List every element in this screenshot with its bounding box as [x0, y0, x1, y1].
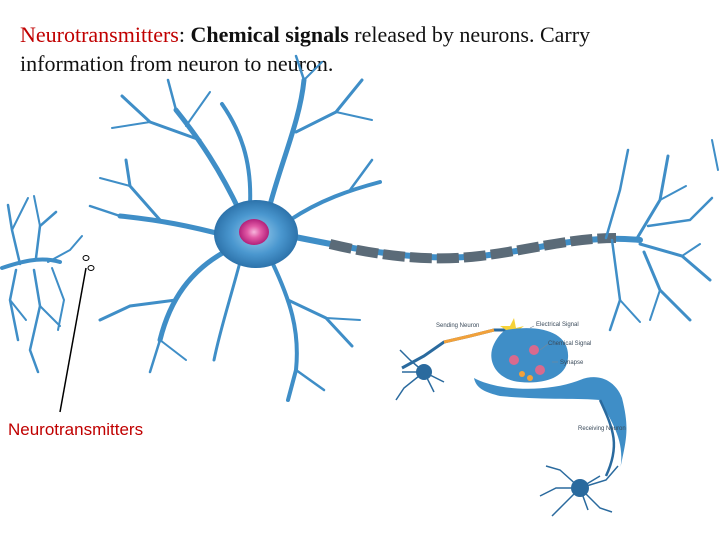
neurotransmitters-callout-label: Neurotransmitters [8, 420, 144, 439]
label-receiving-neuron: Receiving Neuron [578, 426, 626, 432]
slide-title: Neurotransmitters: Chemical signals rele… [20, 20, 680, 78]
axon-terminals [604, 139, 719, 332]
myelin-sheath [328, 233, 617, 264]
label-synapse: Synapse [560, 360, 584, 366]
title-colon: : [178, 22, 191, 47]
neuron-dendrites [88, 54, 382, 402]
title-rest: released by neurons. Carry information f… [20, 22, 591, 76]
title-term: Neurotransmitters [20, 22, 179, 47]
left-dendrites [0, 195, 83, 374]
label-sending-neuron: Sending Neuron [436, 323, 479, 329]
vesicle-icon [87, 265, 95, 271]
title-bold: Chemical signals [190, 22, 349, 47]
vesicle-icon [82, 255, 90, 261]
nucleus [239, 219, 269, 245]
synapse-inset: Sending Neuron Electrical Signal Chemica… [395, 318, 627, 517]
callout-line [59, 267, 87, 413]
label-chemical-signal: Chemical Signal [548, 341, 591, 347]
label-electrical-signal: Electrical Signal [536, 322, 579, 328]
